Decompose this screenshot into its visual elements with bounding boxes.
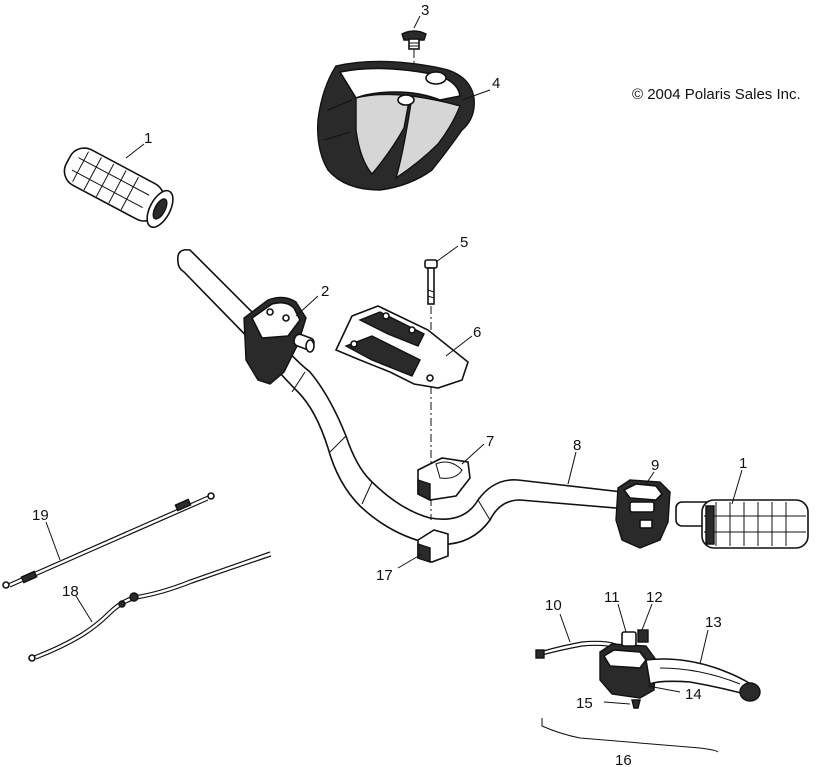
- throttle-control-part-2: [243, 296, 315, 385]
- callout-6: 6: [473, 324, 481, 341]
- callout-7: 7: [486, 433, 494, 450]
- clamp-top-part-7: [417, 457, 471, 502]
- bracket-part-6: [334, 305, 469, 389]
- clamp-bottom-part-17: [417, 529, 449, 563]
- assembly-bracket-16: [541, 718, 719, 753]
- handlebar-part-8: [176, 248, 641, 546]
- switch-housing-part-9: [615, 479, 671, 549]
- callout-4: 4: [492, 75, 500, 92]
- callout-2: 2: [321, 283, 329, 300]
- callout-19: 19: [32, 507, 49, 524]
- copyright-notice: © 2004 Polaris Sales Inc.: [632, 86, 801, 103]
- callout-18: 18: [62, 583, 79, 600]
- callout-8: 8: [573, 437, 581, 454]
- callout-16: 16: [615, 752, 632, 767]
- callout-10: 10: [545, 597, 562, 614]
- grip-part-1-right: [675, 499, 809, 549]
- bolt-part-5: [424, 259, 438, 305]
- callout-3: 3: [421, 2, 429, 19]
- callout-15: 15: [576, 695, 593, 712]
- callout-13: 13: [705, 614, 722, 631]
- callout-12: 12: [646, 589, 663, 606]
- grip-part-1-left: [63, 147, 174, 229]
- callout-1-right: 1: [739, 455, 747, 472]
- handlebar-cover-part-4: [317, 60, 475, 191]
- leader-lines: [45, 15, 743, 705]
- callout-9: 9: [651, 457, 659, 474]
- screw-part-3: [401, 30, 427, 50]
- cable-part-19: [2, 492, 215, 589]
- callout-1-left: 1: [144, 130, 152, 147]
- callout-5: 5: [460, 234, 468, 251]
- callout-11: 11: [604, 589, 620, 606]
- cable-part-18: [28, 551, 272, 662]
- brake-lever-assembly-part-16: [535, 629, 761, 709]
- callout-14: 14: [685, 686, 702, 703]
- callout-17: 17: [376, 567, 393, 584]
